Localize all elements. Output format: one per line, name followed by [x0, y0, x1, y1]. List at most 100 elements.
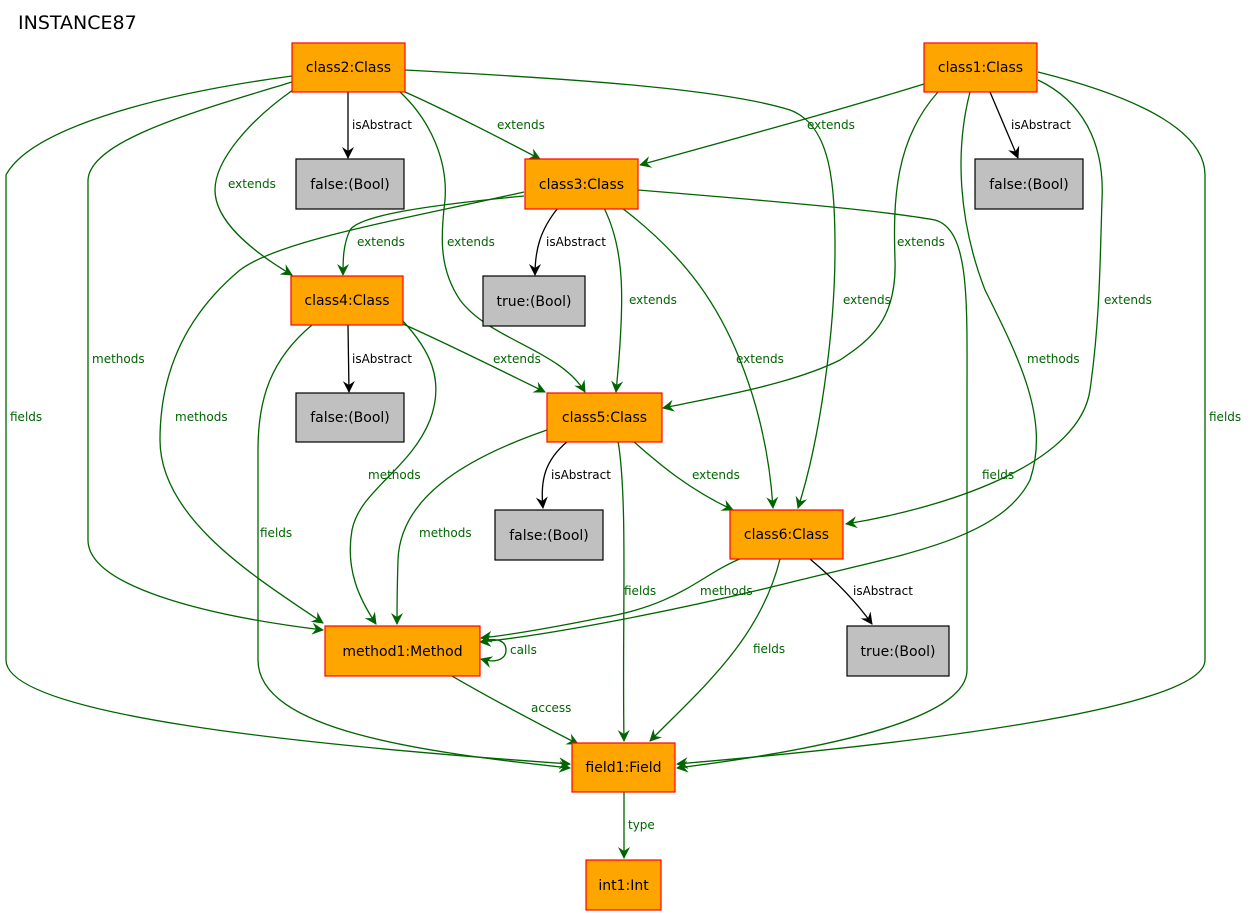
- node-false-bool-4[interactable]: false:(Bool): [494, 509, 604, 561]
- edge-class2-methods-method1: methods: [87, 81, 324, 635]
- edge-label: isAbstract: [853, 584, 913, 598]
- edge-class3-extends-class5: extends: [603, 207, 677, 393]
- edge-label: fields: [624, 584, 656, 598]
- edge-label: fields: [982, 468, 1014, 482]
- edges-layer: isAbstract extends extends extends exten…: [5, 69, 1241, 859]
- nodes-layer: class2:Class class1:Class false:(Bool) c…: [290, 42, 1084, 911]
- edge-label: fields: [1209, 410, 1241, 424]
- edge-label: methods: [368, 468, 421, 482]
- edge-label: methods: [92, 352, 145, 366]
- edge-label: methods: [700, 584, 753, 598]
- node-method1[interactable]: method1:Method: [324, 625, 481, 677]
- edge-label: isAbstract: [1011, 118, 1071, 132]
- edge-label: extends: [493, 352, 541, 366]
- edge-label: extends: [843, 293, 891, 307]
- edge-class6-fields-field1: fields: [649, 558, 785, 742]
- edge-class5-fields-field1: fields: [617, 440, 656, 742]
- node-false-bool-1[interactable]: false:(Bool): [295, 158, 405, 210]
- node-label: true:(Bool): [497, 294, 572, 310]
- edge-class5-isabstract-false: isAbstract: [535, 440, 611, 509]
- edge-label: extends: [1104, 293, 1152, 307]
- edge-class1-extends-class6: extends: [845, 79, 1152, 529]
- edge-class5-methods-method1: methods: [391, 429, 548, 625]
- node-label: true:(Bool): [861, 644, 936, 660]
- edge-class1-isabstract-false: isAbstract: [989, 91, 1071, 159]
- edge-class1-methods-method1: methods: [479, 91, 1080, 647]
- edge-class3-extends-class4: extends: [337, 195, 525, 276]
- edge-method1-access-field1: access: [451, 675, 579, 745]
- edge-label: extends: [629, 293, 677, 307]
- edge-class2-extends-class4: extends: [214, 89, 294, 276]
- node-label: class5:Class: [562, 410, 647, 426]
- node-label: false:(Bool): [989, 177, 1069, 193]
- node-class6[interactable]: class6:Class: [729, 509, 844, 560]
- node-label: class4:Class: [304, 293, 389, 309]
- node-label: class3:Class: [539, 177, 624, 193]
- edge-label: fields: [753, 642, 785, 656]
- edge-label: calls: [510, 643, 537, 657]
- node-label: class1:Class: [938, 60, 1023, 76]
- node-label: false:(Bool): [310, 410, 390, 426]
- edge-class4-fields-field1: fields: [257, 324, 571, 773]
- node-true-bool-1[interactable]: true:(Bool): [482, 275, 586, 327]
- edge-field1-type-int1: type: [618, 792, 655, 859]
- edge-class3-methods-method1: methods: [159, 191, 525, 624]
- edge-class3-isabstract-true: isAbstract: [529, 207, 606, 276]
- edge-label: methods: [175, 410, 228, 424]
- node-int1[interactable]: int1:Int: [585, 859, 662, 911]
- edge-class2-isabstract-false: isAbstract: [342, 92, 412, 159]
- edge-class2-extends-class5: extends: [399, 91, 586, 393]
- node-class4[interactable]: class4:Class: [290, 275, 404, 326]
- node-label: false:(Bool): [310, 177, 390, 193]
- node-label: method1:Method: [342, 644, 462, 660]
- edge-method1-calls-method1: calls: [480, 638, 537, 668]
- edge-label: access: [531, 701, 571, 715]
- node-class2[interactable]: class2:Class: [291, 42, 406, 93]
- edge-label: isAbstract: [546, 235, 606, 249]
- node-label: field1:Field: [585, 760, 661, 776]
- edge-label: isAbstract: [352, 118, 412, 132]
- edge-label: extends: [897, 235, 945, 249]
- node-class3[interactable]: class3:Class: [524, 158, 639, 210]
- edge-label: fields: [260, 526, 292, 540]
- edge-class1-extends-class5: extends: [662, 91, 945, 412]
- node-label: int1:Int: [598, 878, 649, 894]
- edge-label: extends: [736, 352, 784, 366]
- edge-class4-isabstract-false: isAbstract: [342, 324, 412, 393]
- node-field1[interactable]: field1:Field: [571, 742, 676, 793]
- edge-class2-extends-class6: extends: [404, 69, 891, 509]
- edge-class2-fields-field1: fields: [5, 75, 571, 770]
- edge-class5-extends-class6: extends: [632, 440, 740, 511]
- edge-class4-extends-class5: extends: [402, 323, 546, 393]
- edge-label: type: [628, 818, 655, 832]
- node-label: false:(Bool): [509, 528, 589, 544]
- edge-class1-extends-class3: extends: [639, 83, 925, 168]
- node-class5[interactable]: class5:Class: [546, 392, 663, 443]
- node-label: class2:Class: [306, 60, 391, 76]
- edge-label: extends: [357, 235, 405, 249]
- edge-label: extends: [807, 118, 855, 132]
- edge-class1-fields-field1: fields: [676, 71, 1241, 770]
- node-label: class6:Class: [744, 527, 829, 543]
- edge-label: isAbstract: [352, 352, 412, 366]
- edge-class2-extends-class3: extends: [404, 91, 545, 160]
- edge-label: fields: [10, 410, 42, 424]
- edge-class3-extends-class6: extends: [621, 207, 784, 509]
- node-true-bool-2[interactable]: true:(Bool): [846, 625, 950, 677]
- edge-label: methods: [1027, 352, 1080, 366]
- edge-class4-methods-method1: methods: [349, 319, 437, 625]
- edge-label: extends: [228, 177, 276, 191]
- edge-label: methods: [419, 526, 472, 540]
- edge-label: extends: [692, 468, 740, 482]
- node-false-bool-2[interactable]: false:(Bool): [974, 158, 1084, 210]
- node-class1[interactable]: class1:Class: [923, 42, 1038, 93]
- edge-label: extends: [497, 118, 545, 132]
- edge-label: isAbstract: [551, 468, 611, 482]
- edge-label: extends: [447, 235, 495, 249]
- node-false-bool-3[interactable]: false:(Bool): [295, 392, 405, 443]
- edge-class6-isabstract-true: isAbstract: [809, 558, 913, 625]
- edge-class6-methods-method1: methods: [480, 557, 753, 643]
- edge-class3-fields-field1: fields: [637, 189, 1014, 773]
- diagram-title: INSTANCE87: [18, 12, 137, 34]
